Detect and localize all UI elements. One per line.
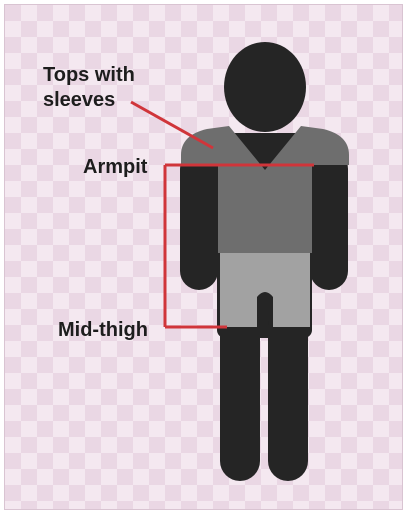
clothing-length-diagram: Tops with sleeves Armpit Mid-thigh	[5, 5, 403, 510]
armpit-label: Armpit	[83, 156, 148, 178]
left-leg	[220, 305, 260, 481]
tops-with-sleeves-label-line1: Tops with	[43, 64, 135, 86]
tops-with-sleeves-label-line2: sleeves	[43, 89, 115, 111]
diagram-frame: Tops with sleeves Armpit Mid-thigh	[4, 4, 403, 510]
sleeves-pointer-line	[131, 102, 213, 148]
head	[224, 42, 306, 132]
right-leg	[268, 305, 308, 481]
left-arm	[180, 150, 218, 290]
mid-thigh-label: Mid-thigh	[58, 319, 148, 341]
right-arm	[310, 150, 348, 290]
